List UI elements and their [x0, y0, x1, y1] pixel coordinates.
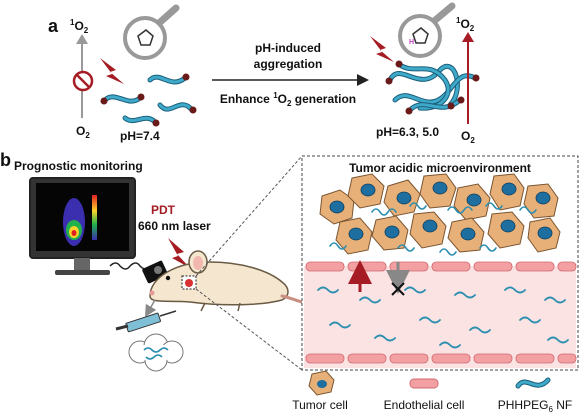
legend: Tumor cell Endothelial cell PHHPEG6 NF [292, 370, 572, 414]
camera-cable [109, 262, 151, 270]
zoom-line [195, 288, 303, 371]
zoom-line [195, 155, 303, 277]
laser-label: 660 nm laser [138, 219, 211, 233]
aggregated-nanofiber [385, 60, 480, 115]
left-o2-axis: 1O2 O2 [70, 18, 94, 140]
tumor-title: Tumor acidic microenvironment [349, 161, 531, 175]
nanofiber-cloud-icon [128, 333, 184, 372]
arrow-text-line2: aggregation [254, 57, 323, 71]
right-singlet-o2-label: 1O2 [456, 16, 475, 33]
lightning-icon [100, 58, 124, 84]
ph-right-label: pH=6.3, 5.0 [376, 125, 439, 139]
dispersed-polymers [100, 73, 197, 127]
lightning-icon [168, 238, 190, 268]
blocked-x-icon [391, 282, 405, 296]
pdt-label: PDT [151, 203, 176, 217]
magnifier-icon: H [398, 2, 456, 58]
cell-nanofibers [329, 202, 537, 256]
legend-nanofiber: PHHPEG6 NF [498, 398, 572, 414]
legend-endothelial-cell: Endothelial cell [384, 398, 465, 412]
right-o2-label: O2 [461, 129, 475, 145]
right-o2-axis: 1O2 O2 [456, 16, 475, 145]
mouse-illustration [149, 250, 334, 312]
panel-b-label: b [0, 150, 11, 170]
left-o2-label: O2 [76, 124, 90, 140]
magnifier-icon [123, 4, 180, 60]
tumor-microenvironment-box: Tumor acidic microenvironment [301, 155, 579, 371]
lightning-icon [370, 36, 394, 62]
panel-a-label: a [48, 16, 59, 36]
arrow-text-line3: Enhance 1O2 generation [220, 91, 356, 108]
legend-tumor-cell: Tumor cell [292, 398, 348, 412]
vessel-nanofibers [317, 286, 569, 349]
legend-tumor-cell-icon [308, 370, 335, 396]
endothelial-row-top [305, 261, 577, 272]
ph-left-label: pH=7.4 [120, 129, 160, 143]
tumor-cells [319, 173, 561, 255]
legend-endothelial-icon [409, 378, 439, 389]
prohibition-icon [72, 70, 94, 92]
left-singlet-o2-label: 1O2 [70, 18, 89, 35]
prognostic-label: Prognostic monitoring [14, 159, 143, 173]
panel-b: b Prognostic monitoring [0, 150, 579, 372]
arrow-text-line1: pH-induced [255, 41, 321, 55]
svg-text:H: H [409, 39, 414, 46]
panel-a: a 1O2 O2 [48, 2, 480, 145]
syringe-icon [115, 310, 177, 333]
monitor-icon [29, 177, 136, 275]
endothelial-row-bottom [305, 353, 577, 364]
